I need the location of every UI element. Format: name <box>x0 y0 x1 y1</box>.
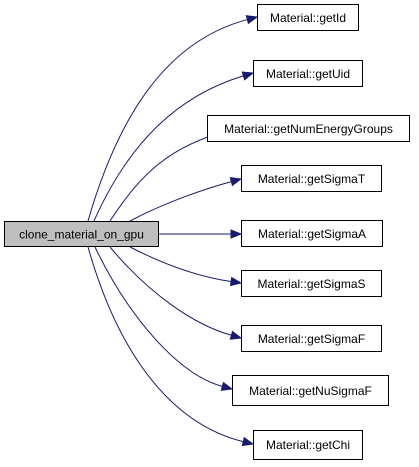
call-edge-getnusigmaf <box>94 246 223 387</box>
callee-node-getnusigmaf[interactable]: Material::getNuSigmaF <box>232 375 389 406</box>
callee-node-label: Material::getSigmaA <box>258 227 366 241</box>
call-edge-getid <box>87 19 248 222</box>
callee-node-getsigmat[interactable]: Material::getSigmaT <box>241 165 382 192</box>
callee-node-label: Material::getSigmaF <box>258 332 365 346</box>
call-edge-getsigmaf <box>109 246 232 336</box>
callee-node-getuid[interactable]: Material::getUid <box>253 60 363 87</box>
root-node-label: clone_material_on_gpu <box>19 228 144 242</box>
call-edge-getuid <box>93 75 244 222</box>
arrowhead-getsigmaf <box>229 330 243 340</box>
call-edges <box>87 15 259 447</box>
arrowhead-getchi <box>241 436 255 447</box>
call-edge-getsigmas <box>129 246 232 283</box>
callee-node-label: Material::getSigmaT <box>258 172 366 186</box>
call-edge-getchi <box>87 246 244 443</box>
callee-node-getid[interactable]: Material::getId <box>257 4 359 31</box>
callee-node-getsigmaa[interactable]: Material::getSigmaA <box>241 220 383 247</box>
root-node[interactable]: clone_material_on_gpu <box>4 221 159 247</box>
callee-node-label: Material::getId <box>270 11 346 25</box>
callee-node-label: Material::getNumEnergyGroups <box>224 122 393 136</box>
callee-node-getchi[interactable]: Material::getChi <box>253 430 363 460</box>
call-edge-getsigmat <box>129 181 232 222</box>
arrowhead-getsigmat <box>229 177 243 187</box>
arrowhead-getsigmaa <box>230 229 243 239</box>
callee-node-label: Material::getNuSigmaF <box>249 384 372 398</box>
arrowhead-getsigmas <box>229 276 243 287</box>
callee-node-getnumenergygroups[interactable]: Material::getNumEnergyGroups <box>207 115 410 142</box>
callee-node-label: Material::getUid <box>266 67 350 81</box>
arrowhead-getuid <box>241 71 255 81</box>
callee-node-label: Material::getSigmaS <box>257 277 365 291</box>
callee-node-getsigmas[interactable]: Material::getSigmaS <box>241 270 382 297</box>
arrowhead-getnusigmaf <box>220 381 234 391</box>
callee-node-getsigmaf[interactable]: Material::getSigmaF <box>241 325 382 352</box>
callee-node-label: Material::getChi <box>266 438 350 452</box>
call-edge-getnumenergygroups <box>109 129 231 222</box>
arrowhead-getid <box>245 15 259 25</box>
